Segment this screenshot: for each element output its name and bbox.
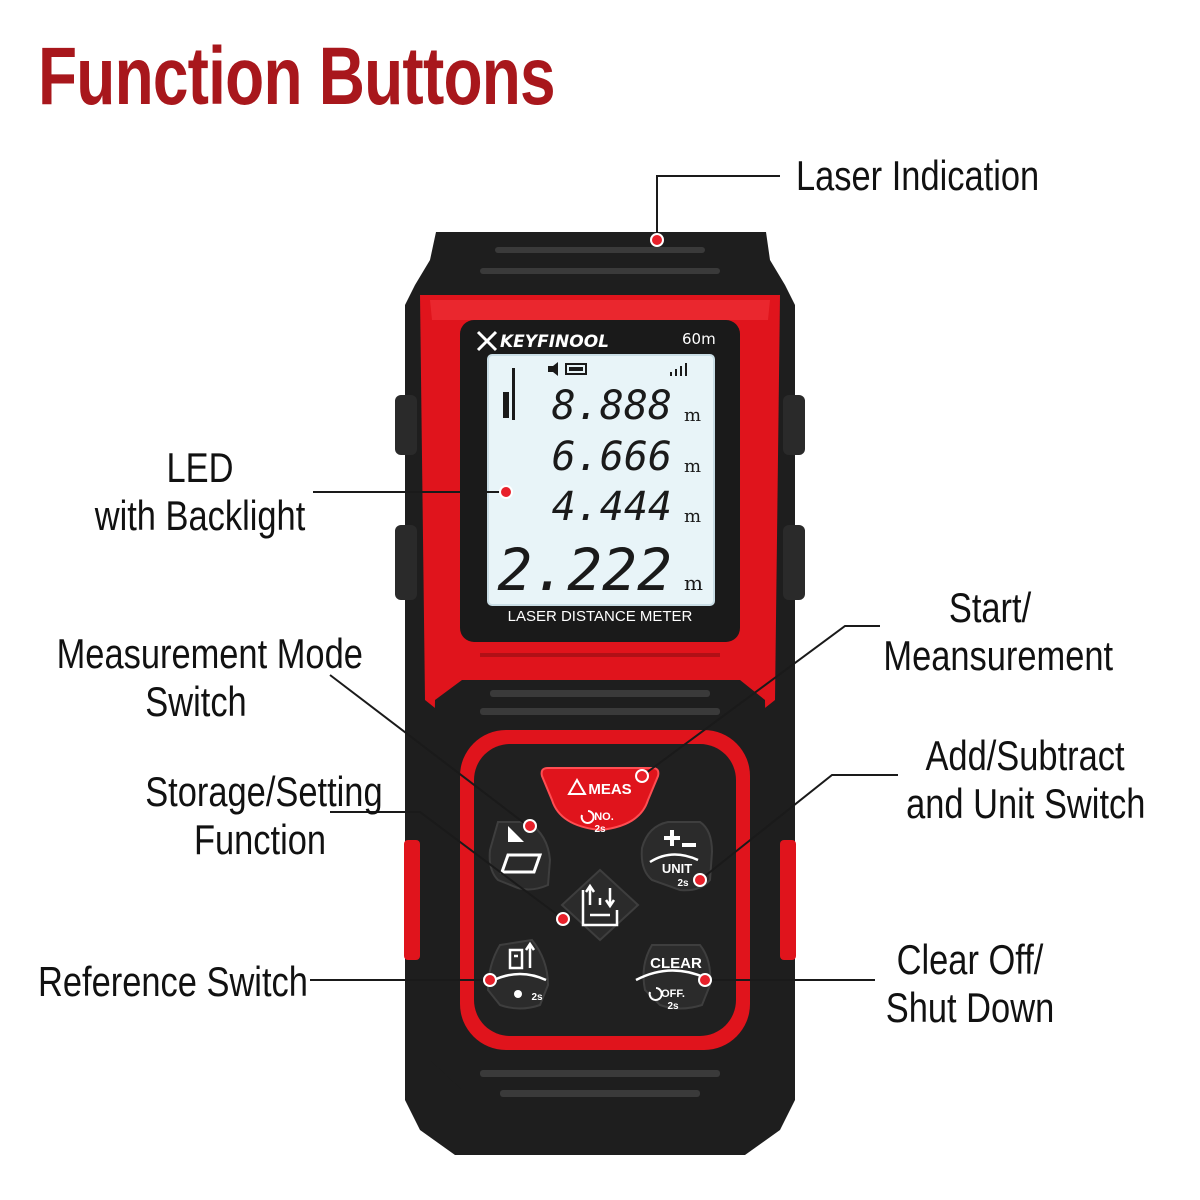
callout-add-subtract: Add/Subtract and Unit Switch <box>906 732 1146 828</box>
unit-button[interactable] <box>640 821 714 892</box>
brand-logo: KEYFINOOL <box>500 332 609 352</box>
clear-label: CLEAR <box>650 955 702 972</box>
storage-icon <box>581 883 619 927</box>
reference-icon <box>508 941 536 970</box>
unit-label: UNIT <box>662 861 692 876</box>
callout-dot <box>693 873 707 887</box>
reading-1-unit: m <box>684 405 701 426</box>
side-grip-right <box>783 395 805 455</box>
top-rib <box>495 247 705 253</box>
callout-storage-line2: Function <box>193 816 327 863</box>
meas-no-label: NO. <box>594 811 614 823</box>
side-grip-right <box>783 525 805 600</box>
callout-dot <box>635 769 649 783</box>
callout-measurement-mode-line1: Measurement Mode <box>56 630 363 677</box>
bottom-rib <box>500 1090 700 1097</box>
callout-clear-line2: Shut Down <box>885 984 1055 1031</box>
keypad-rib <box>480 708 720 715</box>
screen-label: LASER DISTANCE METER <box>508 608 693 625</box>
callout-dot <box>698 973 712 987</box>
leader-start <box>641 625 880 777</box>
ref-hold-label: 2s <box>531 992 543 1003</box>
backlight-icon <box>514 990 522 998</box>
keypad-rib <box>490 690 710 697</box>
reading-3-unit: m <box>684 506 701 527</box>
meas-power-icon <box>580 810 595 824</box>
parallelogram-icon <box>499 853 543 874</box>
meas-button[interactable] <box>540 767 660 832</box>
callout-laser-indication: Laser Indication <box>796 152 1040 199</box>
reading-3: 4.444 <box>552 484 672 530</box>
callout-dot <box>556 912 570 926</box>
lcd-screen <box>487 354 715 606</box>
callout-add-subtract-line2: and Unit Switch <box>906 780 1146 827</box>
warning-triangle-icon <box>567 777 587 795</box>
callout-start-line1: Start/ <box>948 584 1032 631</box>
callout-dot <box>523 819 537 833</box>
reading-1: 8.888 <box>552 383 672 429</box>
callout-measurement-mode-line2: Switch <box>145 678 247 725</box>
callout-led: LED with Backlight <box>85 444 315 540</box>
reading-2: 6.666 <box>552 434 672 480</box>
meas-hold-label: 2s <box>594 824 606 835</box>
top-rib <box>480 268 720 274</box>
reading-4: 2.222 <box>497 536 672 604</box>
signal-icon <box>670 363 687 376</box>
clear-off-label: OFF. <box>661 988 685 1000</box>
callout-clear: Clear Off/ Shut Down <box>872 936 1069 1032</box>
callout-clear-line1: Clear Off/ <box>896 936 1044 983</box>
callout-dot <box>483 973 497 987</box>
side-red-strip-right <box>780 840 796 960</box>
leader-laser-indication <box>656 175 780 240</box>
callout-start-line2: Meansurement <box>883 632 1114 679</box>
callout-dot <box>499 485 513 499</box>
unit-arc <box>649 853 699 864</box>
meas-label: MEAS <box>588 781 631 798</box>
callout-start: Start/ Meansurement <box>883 584 1114 680</box>
unit-hold-label: 2s <box>677 878 689 889</box>
lcd-reference-indicator <box>503 392 509 418</box>
reading-2-unit: m <box>684 456 701 477</box>
range-label: 60m <box>682 330 716 348</box>
leader-measurement-mode <box>329 674 529 827</box>
callout-led-line1: LED <box>166 444 234 491</box>
triangle-area-icon <box>508 826 524 842</box>
leader-storage <box>330 811 564 920</box>
red-panel-highlight <box>430 300 770 320</box>
callout-dot <box>650 233 664 247</box>
speaker-icon <box>548 362 558 376</box>
plus-minus-icon <box>664 830 696 847</box>
callout-add-subtract-line1: Add/Subtract <box>925 732 1125 779</box>
leader-add-subtract <box>699 774 898 881</box>
reference-arc <box>493 972 547 982</box>
tools-logo-icon <box>476 330 498 352</box>
page-title: Function Buttons <box>38 31 556 122</box>
clear-hold-label: 2s <box>667 1001 679 1012</box>
callout-led-line2: with Backlight <box>94 492 306 539</box>
side-red-strip-left <box>404 840 420 960</box>
callout-measurement-mode: Measurement Mode Switch <box>56 630 363 726</box>
clear-button[interactable] <box>642 944 712 1010</box>
callout-storage-line1: Storage/Setting <box>145 768 383 815</box>
battery-icon <box>565 363 587 375</box>
side-grip-left <box>395 525 417 600</box>
reading-4-unit: m <box>684 571 703 595</box>
side-grip-left <box>395 395 417 455</box>
callout-storage: Storage/Setting Function <box>145 768 383 864</box>
screen-divider <box>480 653 720 657</box>
clear-power-icon <box>648 987 663 1001</box>
callout-reference-switch: Reference Switch <box>38 958 308 1005</box>
clear-arc <box>635 969 707 982</box>
bottom-rib <box>480 1070 720 1077</box>
